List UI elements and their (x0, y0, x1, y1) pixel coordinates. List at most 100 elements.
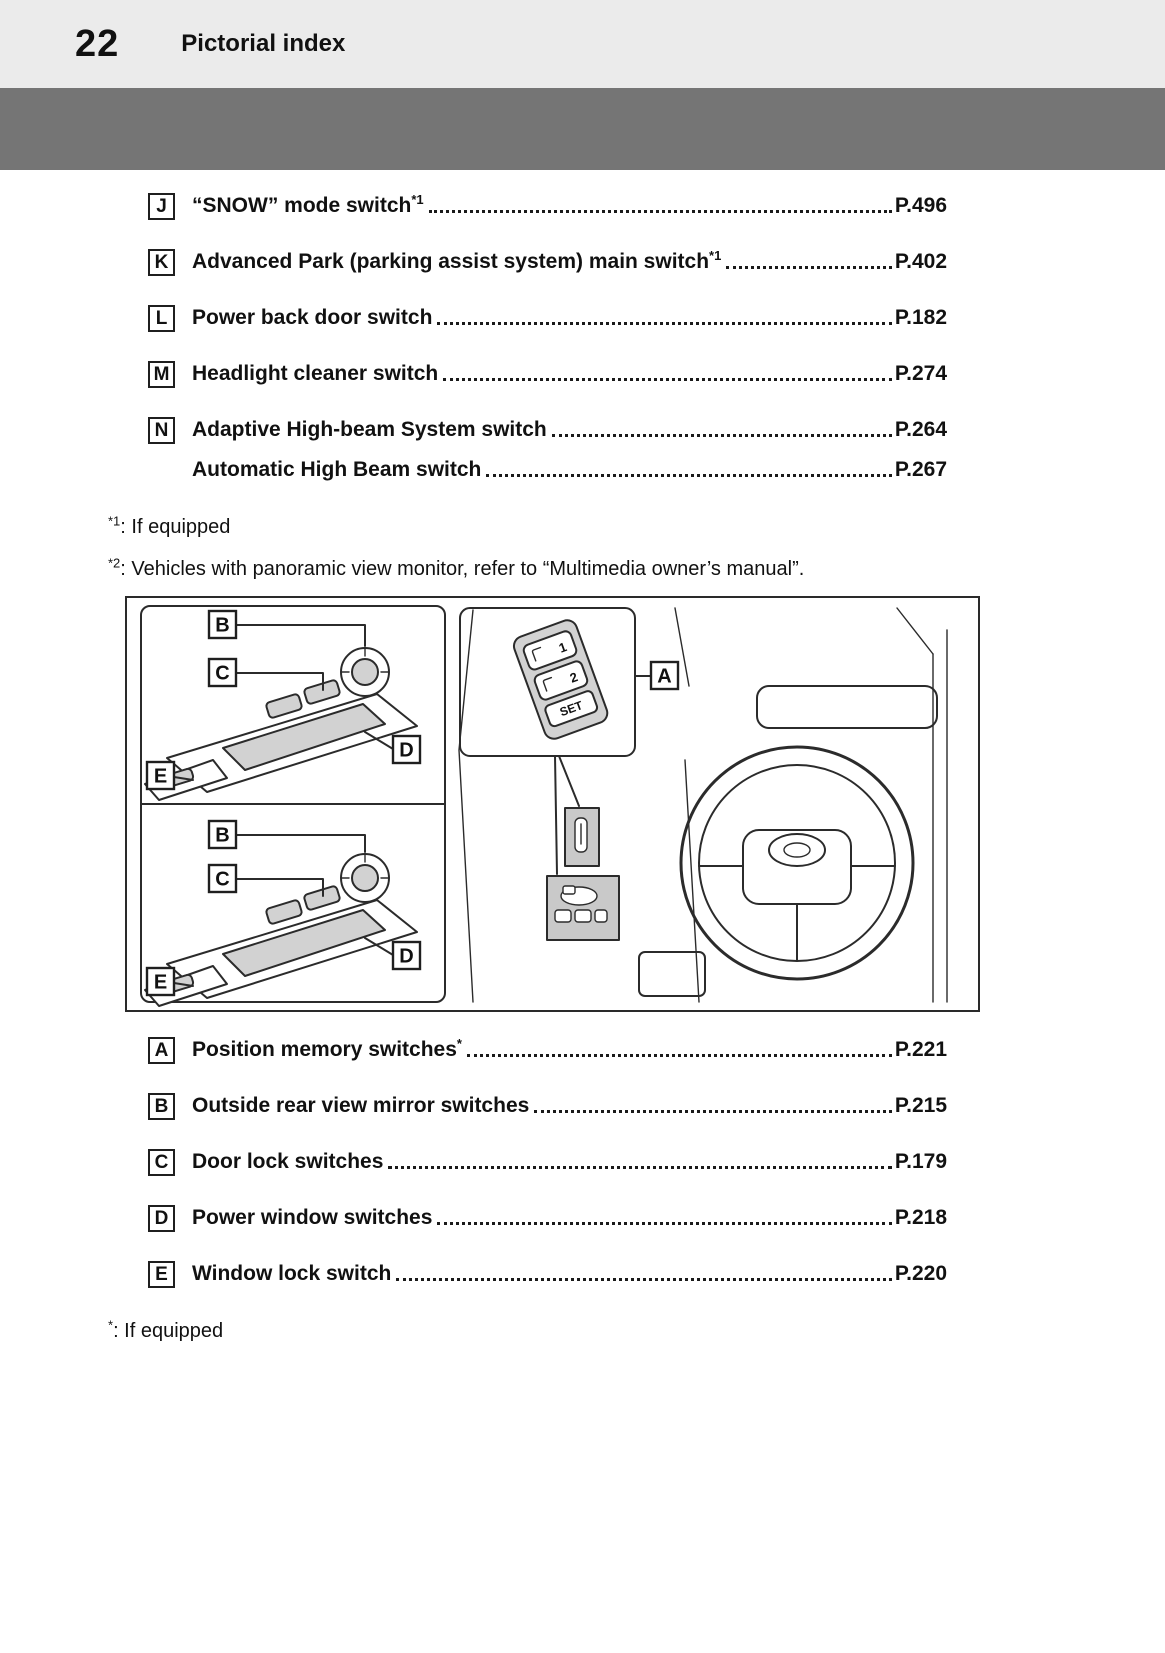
page-reference: P.496 (894, 194, 947, 217)
connector-line-E-bottom (173, 982, 194, 987)
index-entry-label: Advanced Park (parking assist system) ma… (192, 248, 722, 273)
index-marker-box: L (148, 305, 175, 332)
steering-wheel (679, 745, 915, 981)
headliner-line (896, 607, 934, 655)
svg-text:C: C (215, 869, 229, 891)
page-reference: P.218 (894, 1206, 947, 1229)
footnote: *2: Vehicles with panoramic view monitor… (108, 555, 805, 580)
switch-cluster-location (546, 875, 620, 941)
index-entry-label: Automatic High Beam switch (192, 458, 482, 481)
index-entry-label: Power window switches (192, 1206, 433, 1229)
index-entry-label: Window lock switch (192, 1262, 392, 1285)
index-entry-row: N Adaptive High-beam System switch P.264 (148, 416, 947, 444)
svg-text:B: B (215, 825, 229, 847)
index-list-top: J “SNOW” mode switch*1 P.496 K Advanced … (148, 192, 947, 483)
dot-leader (388, 1166, 892, 1169)
svg-text:D: D (399, 946, 413, 968)
connector-line-B-top (235, 624, 366, 647)
connector-line-C-bottom (235, 878, 324, 897)
index-marker-box: J (148, 193, 175, 220)
dot-leader (437, 1222, 892, 1225)
front-door-switch-panel (144, 647, 418, 801)
windshield-edge-line (674, 607, 690, 687)
index-entry-label: “SNOW” mode switch*1 (192, 192, 424, 217)
index-entry-row: L Power back door switch P.182 (148, 304, 947, 332)
diagram-label-B-bottom: B (207, 819, 238, 850)
svg-text:C: C (215, 663, 229, 685)
section-title: Pictorial index (181, 30, 346, 57)
index-entry-row: J “SNOW” mode switch*1 P.496 (148, 192, 947, 220)
index-entry-row: K Advanced Park (parking assist system) … (148, 248, 947, 276)
svg-text:A: A (657, 666, 671, 688)
dot-leader (551, 434, 892, 437)
index-entry-row: M Headlight cleaner switch P.274 (148, 360, 947, 388)
rear-door-switch-panel (144, 853, 418, 1007)
index-entry-row: A Position memory switches* P.221 (148, 1036, 947, 1064)
diagram-label-C-top: C (207, 657, 238, 688)
diagram-label-D-top: D (391, 734, 422, 765)
diagram-label-C-bottom: C (207, 863, 238, 894)
index-marker-box: D (148, 1205, 175, 1232)
connector-line-D-top (364, 731, 394, 750)
index-entry-row: E Window lock switch P.220 (148, 1260, 947, 1288)
dot-leader (726, 266, 892, 269)
diagram-label-E-top: E (145, 760, 176, 791)
svg-text:E: E (154, 972, 167, 994)
dot-leader (428, 210, 892, 213)
page-header: 22 Pictorial index (0, 0, 1165, 88)
footnotes-top: *1: If equipped *2: Vehicles with panora… (108, 512, 1075, 584)
page-reference: P.179 (894, 1150, 947, 1173)
index-marker-box: E (148, 1261, 175, 1288)
dash-edge-line (458, 609, 474, 1003)
page-number: 22 (75, 22, 120, 65)
index-entry-label: Adaptive High-beam System switch (192, 418, 547, 441)
page-reference: P.182 (894, 306, 947, 329)
seat-memory-inset-frame (459, 607, 636, 757)
page-reference: P.264 (894, 418, 947, 441)
index-marker-box: B (148, 1093, 175, 1120)
index-entry-label: Power back door switch (192, 306, 433, 329)
section-divider-band (0, 88, 1165, 170)
dot-leader (534, 1110, 892, 1113)
index-marker-box: M (148, 361, 175, 388)
page-reference: P.274 (894, 362, 947, 385)
svg-text:2: 2 (568, 669, 580, 686)
index-list-bottom: A Position memory switches* P.221 B Outs… (148, 1036, 947, 1288)
roof-console-shape (756, 685, 938, 729)
dot-leader (466, 1054, 892, 1057)
diagram-label-A: A (649, 660, 680, 691)
console-edge-line (684, 759, 700, 1003)
index-entry-label: Headlight cleaner switch (192, 362, 439, 385)
page-reference: P.215 (894, 1094, 947, 1117)
index-entry-row: C Door lock switches P.179 (148, 1148, 947, 1176)
dot-leader (486, 474, 892, 477)
interior-illustration-svg: B C D E B C D E (140, 605, 948, 1007)
dot-leader (396, 1278, 892, 1281)
page-reference: P.267 (894, 458, 947, 481)
index-marker-box: A (148, 1037, 175, 1064)
page-reference: P.221 (894, 1038, 947, 1061)
svg-text:1: 1 (557, 639, 569, 656)
interior-switches-illustration: B C D E B C D E (125, 596, 980, 1012)
pointer-line-lower (554, 755, 558, 875)
dot-leader (443, 378, 892, 381)
svg-text:E: E (154, 766, 167, 788)
index-entry-label: Outside rear view mirror switches (192, 1094, 530, 1117)
seat-memory-switch-location (564, 807, 600, 867)
diagram-label-B-top: B (207, 609, 238, 640)
index-marker-box: K (148, 249, 175, 276)
diagram-label-D-bottom: D (391, 940, 422, 971)
page-reference: P.402 (894, 250, 947, 273)
index-entry-row: B Outside rear view mirror switches P.21… (148, 1092, 947, 1120)
seat-memory-switch: 1 2 SET (512, 619, 609, 740)
index-entry-row: D Power window switches P.218 (148, 1204, 947, 1232)
footnote: *: If equipped (108, 1317, 224, 1342)
diagram-label-E-bottom: E (145, 966, 176, 997)
footnotes-bottom: *: If equipped (108, 1316, 1075, 1346)
pointer-line-upper (558, 755, 580, 807)
index-entry-row: Automatic High Beam switch P.267 (148, 456, 947, 483)
connector-line-B-bottom (235, 834, 366, 853)
svg-text:D: D (399, 740, 413, 762)
index-marker-box: N (148, 417, 175, 444)
console-box (638, 951, 706, 997)
